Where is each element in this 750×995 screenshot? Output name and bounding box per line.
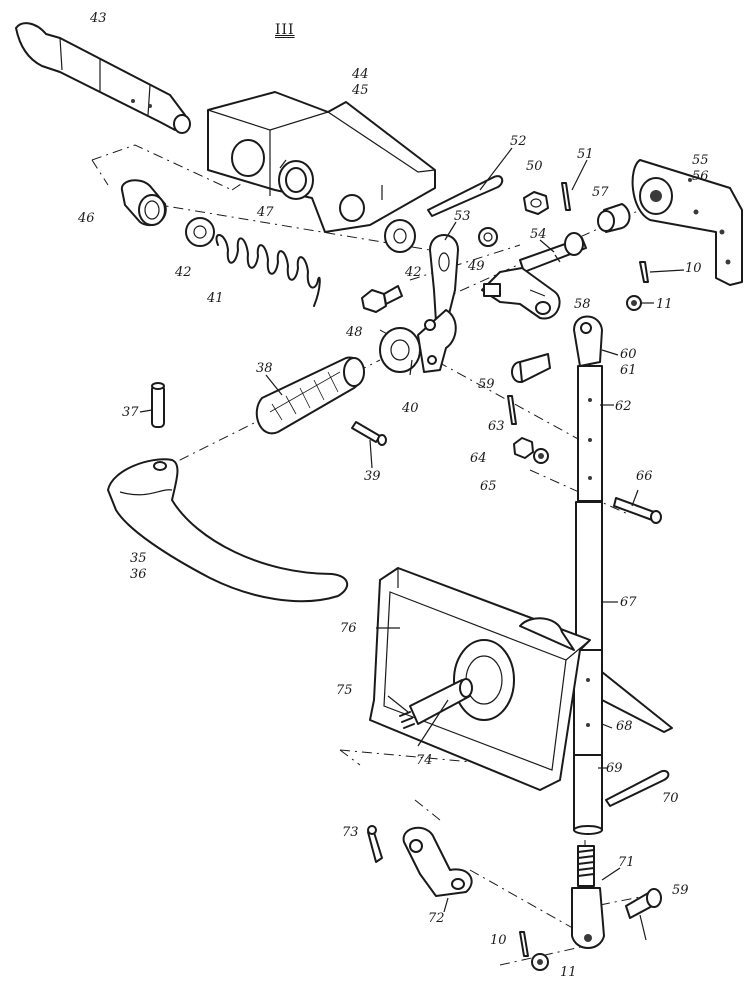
label-57: 57: [592, 185, 609, 200]
bushing-47: [278, 159, 314, 200]
label-11-lower: 11: [560, 965, 577, 980]
rod-assembly: [573, 315, 603, 835]
label-59-lower: 59: [672, 883, 689, 898]
label-74: 74: [416, 753, 433, 768]
bushing-57: [597, 203, 631, 233]
nut-64: [513, 437, 534, 459]
axle-54: [519, 232, 587, 273]
label-41: 41: [207, 291, 224, 306]
nut-50: [523, 191, 549, 215]
label-70: 70: [662, 791, 679, 806]
label-53: 53: [454, 209, 471, 224]
label-62: 62: [615, 399, 632, 414]
label-50: 50: [526, 159, 543, 174]
label-58: 58: [574, 297, 591, 312]
cotter-pin-73: [367, 825, 383, 863]
label-10-lower: 10: [490, 933, 507, 948]
label-10-upper: 10: [685, 261, 702, 276]
label-68: 68: [616, 719, 633, 734]
spring-41: [215, 234, 321, 307]
label-69: 69: [606, 761, 623, 776]
figure-title: III: [275, 22, 295, 38]
washer-42-left: [185, 217, 215, 247]
label-64: 64: [470, 451, 487, 466]
label-52: 52: [510, 134, 527, 149]
label-54: 54: [530, 227, 547, 242]
clevis-pin-59-lower: [625, 888, 662, 919]
washer-49: [478, 227, 498, 247]
label-35: 35: [130, 551, 147, 566]
bolt-39: [351, 421, 387, 446]
label-37: 37: [122, 405, 139, 420]
label-43: 43: [90, 11, 107, 26]
label-75: 75: [336, 683, 353, 698]
label-40: 40: [402, 401, 419, 416]
washer-11-upper: [626, 295, 642, 311]
bracket-44: [207, 91, 436, 233]
label-39: 39: [364, 469, 381, 484]
roller-lever-40: [379, 309, 457, 373]
label-61: 61: [620, 363, 637, 378]
cotter-pin-51: [561, 182, 571, 211]
shaft-43: [15, 22, 191, 134]
clevis-pin-59-upper: [511, 353, 551, 383]
bolt-66: [613, 497, 662, 524]
label-71: 71: [618, 855, 635, 870]
cotter-pin-10-upper: [639, 261, 649, 283]
label-38: 38: [256, 361, 273, 376]
washer-11-lower: [531, 953, 549, 971]
label-55: 55: [692, 153, 709, 168]
label-42-right: 42: [405, 265, 422, 280]
handle-lever-35: [107, 458, 348, 603]
label-63: 63: [488, 419, 505, 434]
cotter-pin-70: [605, 770, 670, 807]
lever-72: [402, 827, 473, 897]
label-72: 72: [428, 911, 445, 926]
label-59-upper: 59: [478, 377, 495, 392]
label-36: 36: [130, 567, 147, 582]
housing-flap: [519, 617, 673, 733]
label-44: 44: [352, 67, 369, 82]
label-51: 51: [577, 147, 594, 162]
sleeve-38: [255, 356, 365, 435]
label-60: 60: [620, 347, 637, 362]
cotter-pin-63: [507, 395, 517, 425]
label-42-left: 42: [175, 265, 192, 280]
lever-58: [481, 267, 561, 320]
bolt-48: [361, 285, 403, 313]
fork-71: [571, 845, 605, 949]
label-76: 76: [340, 621, 357, 636]
shaft-74: [399, 678, 473, 729]
washer-65: [533, 448, 549, 464]
cotter-pin-10-lower: [519, 931, 529, 957]
label-56: 56: [692, 169, 709, 184]
label-67: 67: [620, 595, 637, 610]
bushing-46: [120, 179, 167, 227]
label-66: 66: [636, 469, 653, 484]
label-45: 45: [352, 83, 369, 98]
label-11-upper: 11: [656, 297, 673, 312]
label-48: 48: [346, 325, 363, 340]
label-49: 49: [468, 259, 485, 274]
label-46: 46: [78, 211, 95, 226]
mounting-plate-55: [631, 159, 743, 286]
label-47: 47: [257, 205, 274, 220]
pin-37: [151, 382, 165, 428]
leader-lines: [139, 147, 685, 941]
label-65: 65: [480, 479, 497, 494]
housing-76: [369, 567, 591, 791]
label-73: 73: [342, 825, 359, 840]
link-53: [429, 234, 459, 323]
washer-42-right: [384, 219, 416, 253]
